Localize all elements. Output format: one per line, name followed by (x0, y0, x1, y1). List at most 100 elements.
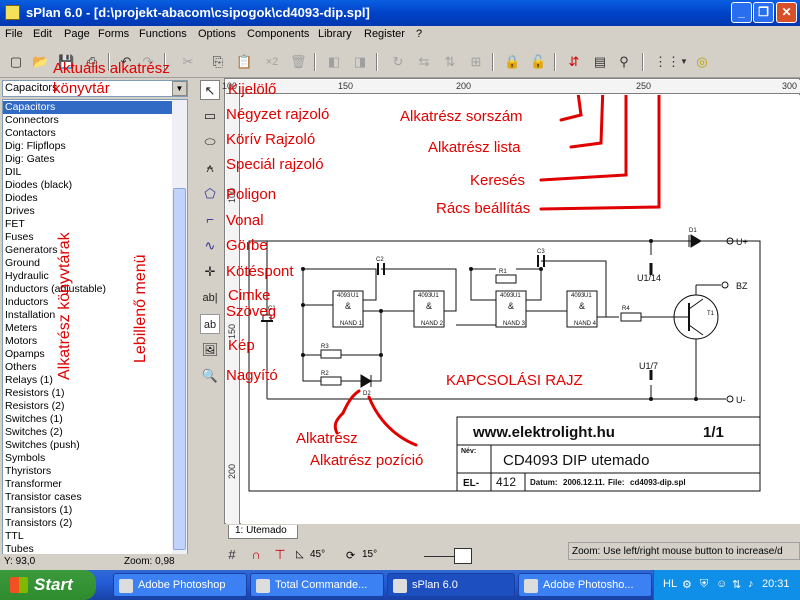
library-item[interactable]: Contactors (5, 127, 56, 139)
library-item[interactable]: Transistors (1) (5, 504, 73, 516)
library-item[interactable]: Fuses (5, 231, 34, 243)
library-item[interactable]: FET (5, 218, 25, 230)
grid-icon[interactable]: ⋮⋮ (654, 54, 680, 69)
task-splan[interactable]: sPlan 6.0 (387, 573, 515, 597)
special-tool-icon[interactable]: ⍲ (206, 160, 214, 175)
lock-icon[interactable]: 🔒 (504, 54, 521, 69)
library-item[interactable]: Diodes (black) (5, 179, 73, 191)
menu-help[interactable]: ? (416, 28, 423, 40)
menu-file[interactable]: File (5, 28, 23, 40)
library-item[interactable]: Transistors (2) (5, 517, 73, 529)
label-tool-icon[interactable]: ab| (202, 292, 218, 304)
image-tool-icon[interactable]: 🖼 (201, 342, 219, 357)
task-photoshop-1[interactable]: Adobe Photoshop (113, 573, 247, 597)
fill-preview[interactable] (454, 548, 472, 564)
copy-icon[interactable]: ⎘ (212, 54, 224, 69)
polygon-tool-icon[interactable]: ⬠ (204, 186, 216, 201)
to-back-icon[interactable]: ◨ (353, 54, 367, 69)
menu-functions[interactable]: Functions (139, 28, 187, 40)
library-item[interactable]: Ground (5, 257, 41, 269)
chevron-down-icon[interactable]: ▼ (172, 81, 187, 96)
volume-icon[interactable]: ♪ (748, 578, 754, 590)
angle-15-value[interactable]: 15° (362, 549, 378, 560)
ellipse-tool-icon[interactable]: ⬭ (204, 134, 216, 149)
zoom-fit-icon[interactable]: ◎ (696, 54, 708, 69)
drawing-area[interactable]: 4093 4093 4093 4093 U1 U1 U1 U1 NAND 1 N… (241, 83, 800, 524)
menu-page[interactable]: Page (64, 28, 90, 40)
menu-options[interactable]: Options (198, 28, 236, 40)
scrollbar-thumb[interactable] (173, 188, 186, 550)
search-icon[interactable]: ⚲ (619, 54, 629, 69)
rotate-icon[interactable]: ↻ (392, 54, 404, 69)
curve-tool-icon[interactable]: ∿ (204, 238, 216, 253)
to-front-icon[interactable]: ◧ (327, 54, 341, 69)
antivirus-icon[interactable]: ⛨ (700, 578, 709, 590)
library-item[interactable]: Others (5, 361, 37, 373)
unlock-icon[interactable]: 🔓 (530, 54, 547, 69)
library-item[interactable]: Resistors (2) (5, 400, 65, 412)
angle-45-value[interactable]: 45° (310, 549, 326, 560)
line-width-preview[interactable] (424, 556, 468, 557)
library-dropdown[interactable]: Capacitors ▼ (2, 80, 188, 97)
library-item[interactable]: Connectors (5, 114, 59, 126)
library-item[interactable]: TTL (5, 530, 24, 542)
rotate-angle-icon[interactable]: ⟳ (346, 550, 356, 562)
tray-icon[interactable]: ⚙ (682, 579, 692, 591)
library-item[interactable]: Switches (push) (5, 439, 80, 451)
angle-icon[interactable]: ◺ (296, 549, 304, 560)
new-file-icon[interactable]: ▢ (9, 54, 23, 69)
align-icon[interactable]: ⊞ (470, 54, 482, 69)
clock[interactable]: 20:31 (762, 578, 790, 590)
library-item[interactable]: Relays (1) (5, 374, 53, 386)
menu-components[interactable]: Components (247, 28, 310, 40)
mirror-v-icon[interactable]: ⇅ (444, 54, 456, 69)
part-list-icon[interactable]: ▤ (593, 54, 607, 69)
junction-tool-icon[interactable]: ✛ (204, 264, 216, 279)
library-item[interactable]: Installation (5, 309, 56, 321)
menu-edit[interactable]: Edit (33, 28, 52, 40)
task-total-commander[interactable]: Total Commande... (250, 573, 384, 597)
grid-snap-icon[interactable]: # (228, 547, 236, 562)
library-item[interactable]: Switches (1) (5, 413, 63, 425)
library-item[interactable]: Capacitors (3, 101, 173, 114)
minimize-button[interactable]: _ (731, 2, 752, 23)
delete-icon[interactable]: 🗑 (290, 54, 307, 69)
magnet-icon[interactable]: ∩ (251, 547, 261, 562)
library-item[interactable]: Tubes (5, 543, 34, 555)
text-tool-icon[interactable]: ab (200, 314, 220, 334)
line-tool-icon[interactable]: ⌐ (206, 212, 214, 227)
library-item[interactable]: Drives (5, 205, 35, 217)
paste-icon[interactable]: 📋 (236, 54, 253, 69)
library-item[interactable]: DIL (5, 166, 22, 178)
app-icon[interactable] (5, 5, 20, 20)
open-folder-icon[interactable]: 📂 (32, 54, 49, 69)
grid-dropdown-icon[interactable]: ▼ (680, 57, 688, 66)
library-item[interactable]: Meters (5, 322, 38, 334)
redo-icon[interactable]: ↷ (142, 54, 154, 69)
duplicate-icon[interactable]: ×2 (265, 56, 279, 68)
close-button[interactable]: ✕ (776, 2, 797, 23)
menu-forms[interactable]: Forms (98, 28, 130, 40)
library-item[interactable]: Inductors (adjustable) (5, 283, 106, 295)
library-item[interactable]: Resistors (1) (5, 387, 65, 399)
library-item[interactable]: Dig: Gates (5, 153, 55, 165)
rectangle-tool-icon[interactable]: ▭ (203, 108, 217, 123)
library-item[interactable]: Thyristors (5, 465, 52, 477)
library-item[interactable]: Generators (5, 244, 58, 256)
select-tool-icon[interactable]: ↖ (200, 80, 220, 100)
messenger-icon[interactable]: ☺ (716, 578, 728, 590)
page-tab[interactable]: 1: Utemado (228, 525, 298, 539)
library-item[interactable]: Hydraulic (5, 270, 49, 282)
part-number-icon[interactable]: ⇵ (568, 54, 580, 69)
menu-register[interactable]: Register (364, 28, 405, 40)
cut-icon[interactable]: ✂ (182, 54, 194, 69)
zoom-tool-icon[interactable]: 🔍 (201, 368, 219, 383)
library-item[interactable]: Inductors (5, 296, 49, 308)
library-item[interactable]: Opamps (5, 348, 45, 360)
language-indicator[interactable]: HL (663, 578, 678, 590)
library-item[interactable]: Switches (2) (5, 426, 63, 438)
maximize-button[interactable]: ❐ (753, 2, 774, 23)
library-item[interactable]: Dig: Flipflops (5, 140, 66, 152)
save-icon[interactable]: 💾 (58, 54, 75, 69)
